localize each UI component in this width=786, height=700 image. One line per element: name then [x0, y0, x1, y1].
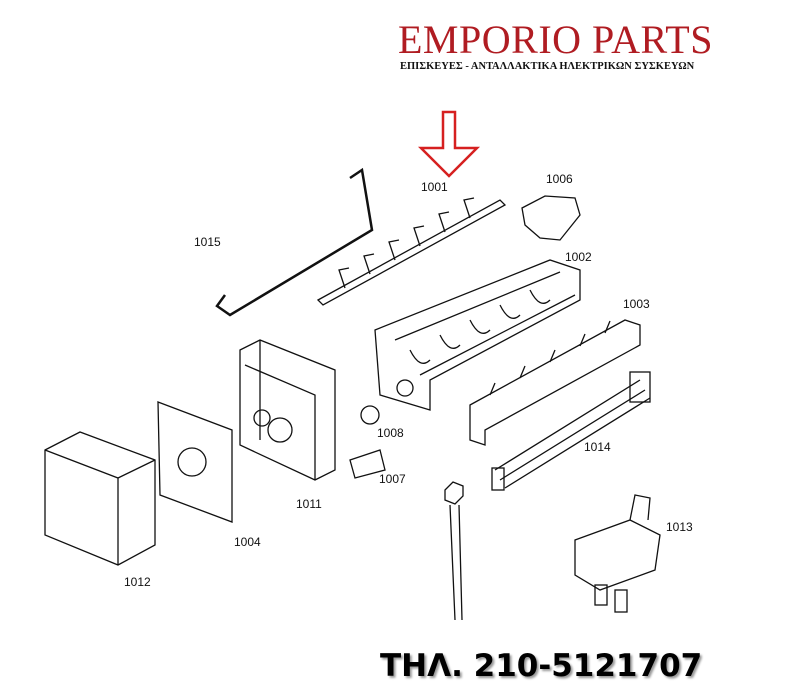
part-1008	[360, 405, 380, 425]
part-1011-housing	[239, 339, 336, 481]
label-1013: 1013	[666, 520, 693, 534]
label-1002: 1002	[565, 250, 592, 264]
label-1001: 1001	[421, 180, 448, 194]
label-1006: 1006	[546, 172, 573, 186]
part-stem	[444, 481, 464, 621]
label-1014: 1014	[584, 440, 611, 454]
part-1012-cover	[44, 431, 156, 566]
part-1014-harness	[491, 371, 651, 491]
label-1008: 1008	[377, 426, 404, 440]
part-1003-heater-cover	[469, 319, 641, 446]
label-1007: 1007	[379, 472, 406, 486]
brand-logo: EMPORIO PARTS	[398, 17, 713, 62]
part-1015-wire	[215, 167, 374, 317]
phone-number: ΤΗΛ. 210-5121707	[380, 648, 703, 684]
label-1015: 1015	[194, 235, 221, 249]
part-1007	[349, 449, 386, 479]
brand-tagline: ΕΠΙΣΚΕΥΕΣ - ΑΝΤΑΛΛΑΚΤΙΚΑ ΗΛΕΚΤΡΙΚΩΝ ΣΥΣΚ…	[400, 61, 695, 72]
part-1013-valve	[574, 494, 661, 613]
label-1012: 1012	[124, 575, 151, 589]
label-1011: 1011	[296, 497, 322, 511]
down-arrow-icon	[417, 110, 481, 178]
part-1004-plate	[157, 401, 233, 523]
part-1001-ejector	[316, 197, 507, 306]
label-1003: 1003	[623, 297, 650, 311]
part-1002-mold	[374, 259, 581, 411]
label-1004: 1004	[234, 535, 261, 549]
part-1006	[521, 195, 581, 241]
